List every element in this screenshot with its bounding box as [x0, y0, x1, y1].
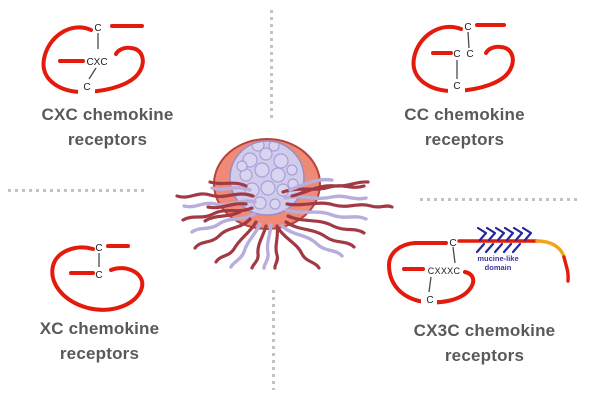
mucin-domain-caption-line2: domain	[484, 263, 512, 272]
divider-bottom-vertical	[272, 290, 275, 390]
cx3c-tail-tip	[562, 255, 570, 283]
cxc-motif-label: CXC	[86, 57, 107, 68]
divider-top-vertical	[270, 10, 273, 118]
cxc-bottom-cysteine: C	[83, 82, 90, 93]
cx3c-text-gap	[421, 293, 437, 306]
xc-bottom-cysteine: C	[95, 270, 102, 281]
cx3c-top-cysteine: C	[449, 238, 456, 249]
cxc-receptor-structure: C CXC C	[41, 23, 145, 95]
cc-bottom-cysteine: C	[453, 81, 460, 92]
cc-receptors-title: CC chemokine receptors	[404, 105, 525, 149]
cxc-receptors-title: CXC chemokine receptors	[41, 105, 174, 149]
cx3c-receptors-title: CX3C chemokine receptors	[413, 321, 556, 365]
mucin-domain-caption: mucine-like domain	[461, 254, 535, 272]
xc-receptor-structure: C C	[50, 243, 145, 312]
dendritic-cell-illustration	[175, 138, 394, 270]
cell-dendrites	[175, 177, 394, 270]
cell-body-texture	[236, 142, 299, 210]
cx3c-receptor-structure: C CXXXC C	[386, 226, 570, 306]
cc-mid-right-cysteine: C	[466, 49, 473, 60]
cc-receptor-structure: C C C C	[411, 22, 515, 95]
divider-right-horizontal	[420, 198, 578, 201]
cx3c-tail-orange	[535, 239, 566, 259]
cx3c-bottom-cysteine: C	[426, 295, 433, 306]
cc-mid-left-cysteine: C	[453, 49, 460, 60]
xc-top-cysteine: C	[95, 243, 102, 254]
cc-top-cysteine: C	[464, 22, 471, 33]
glycosylation-marks	[475, 226, 533, 254]
cx3c-motif-label: CXXXC	[428, 266, 461, 276]
cxc-top-cysteine: C	[94, 23, 101, 34]
cc-text-gap	[448, 83, 465, 95]
divider-left-horizontal	[8, 189, 148, 192]
xc-receptors-title: XC chemokine receptors	[39, 319, 160, 363]
mucin-domain-caption-line1: mucine-like	[477, 254, 519, 263]
cxc-text-gap	[78, 84, 95, 95]
